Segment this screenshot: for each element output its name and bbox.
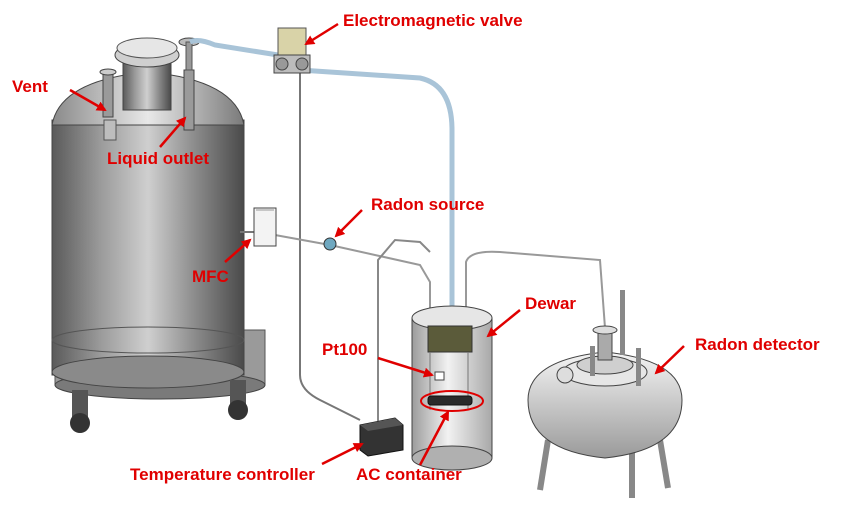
arrow-dewar	[486, 309, 521, 338]
temperature-controller-box	[359, 417, 404, 457]
arrow-radon-detector	[654, 345, 685, 375]
label-pt100: Pt100	[322, 340, 367, 359]
arrow-temperature-controller	[321, 442, 364, 466]
arrow-vent	[69, 88, 107, 112]
label-dewar: Dewar	[525, 294, 576, 313]
arrow-liquid-outlet	[159, 116, 187, 148]
arrow-mfc	[224, 238, 252, 263]
label-radon-detector: Radon detector	[695, 335, 820, 354]
storage-tank	[51, 37, 266, 433]
radon-detector	[527, 290, 683, 498]
radon-source	[323, 237, 337, 251]
pt100-sensor	[434, 371, 445, 381]
annotation-arrows	[69, 22, 685, 466]
transfer-pipe	[188, 38, 606, 425]
label-electromagnetic-valve: Electromagnetic valve	[343, 11, 523, 30]
arrow-electromagnetic-valve	[304, 22, 339, 46]
arrow-radon-source	[334, 209, 363, 238]
label-mfc: MFC	[192, 267, 229, 286]
label-radon-source: Radon source	[371, 195, 484, 214]
ac-container	[420, 390, 484, 412]
label-temperature-controller: Temperature controller	[130, 465, 315, 484]
arrow-ac-container	[418, 410, 450, 466]
dewar	[411, 305, 493, 471]
arrow-pt100	[377, 356, 434, 378]
electromagnetic-valve	[273, 27, 311, 74]
label-vent: Vent	[12, 77, 48, 96]
label-liquid-outlet: Liquid outlet	[107, 149, 209, 168]
label-ac-container: AC container	[356, 465, 462, 484]
mfc-box	[253, 207, 277, 247]
